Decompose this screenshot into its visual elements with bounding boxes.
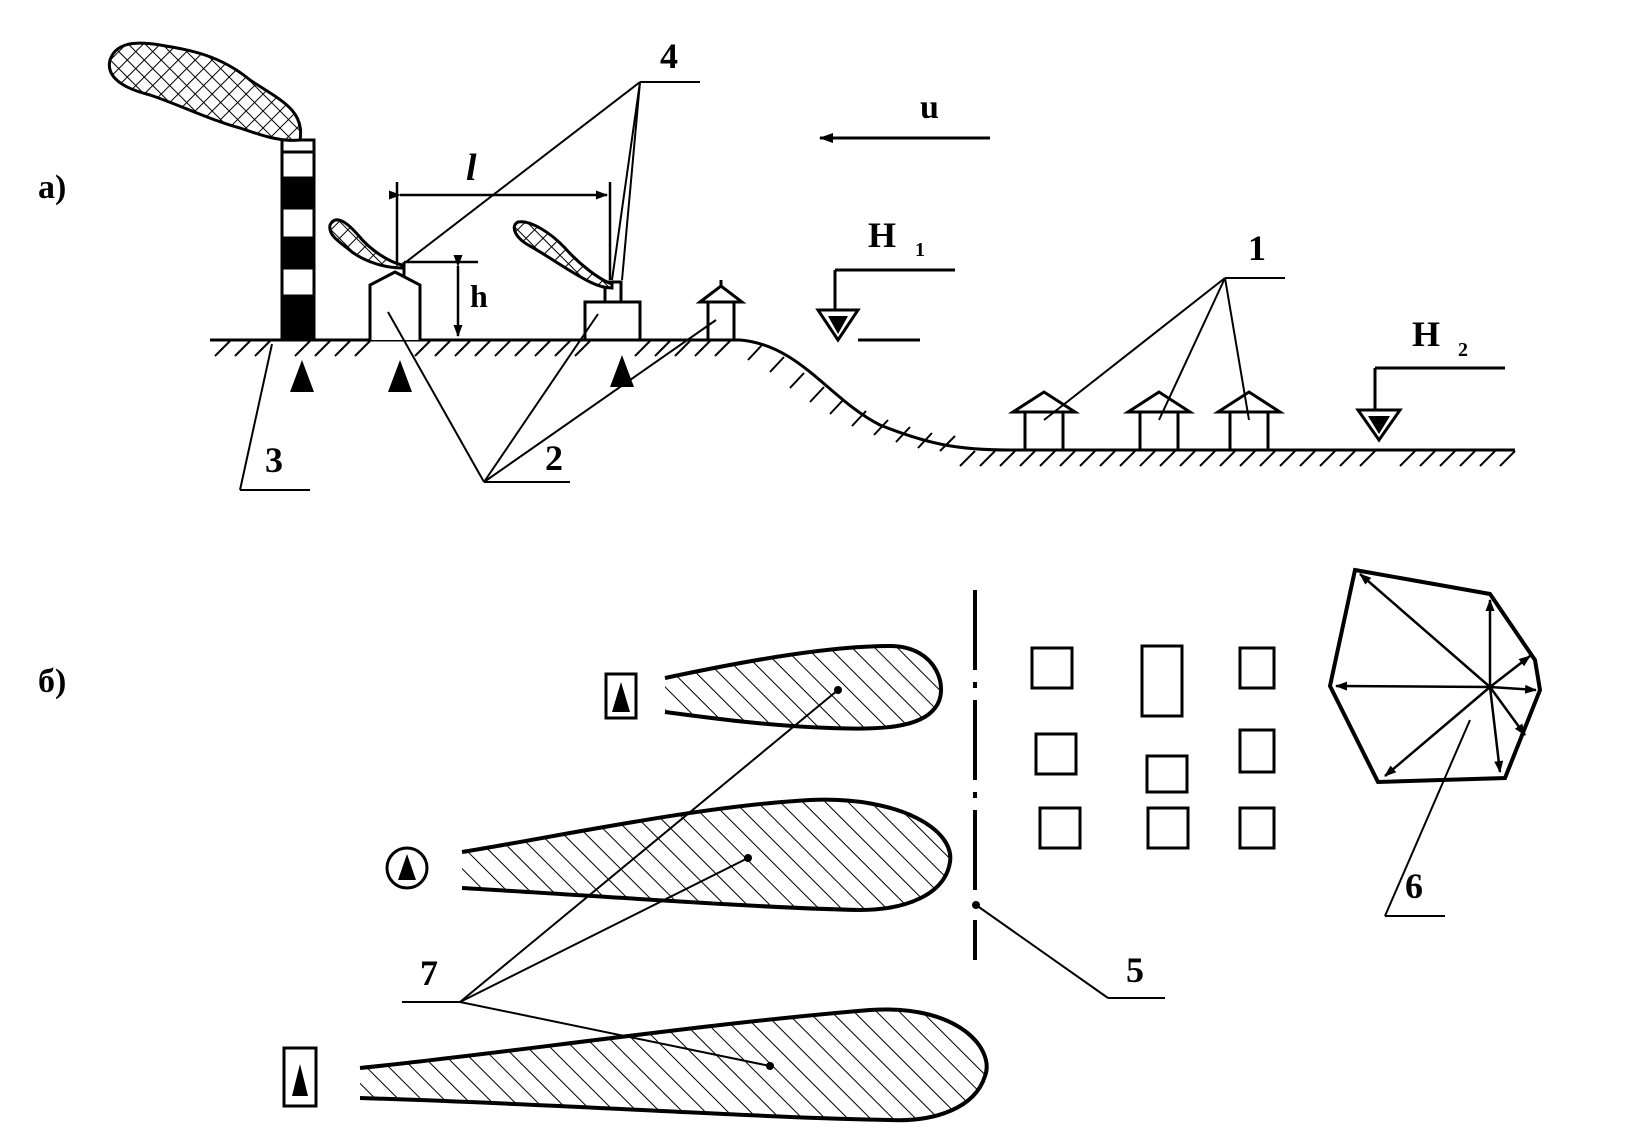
level-marker-h2 xyxy=(1355,366,1505,443)
height-label: h xyxy=(470,278,488,314)
distance-dimension xyxy=(389,182,612,280)
leader-5-dot xyxy=(972,901,980,909)
source-square-top xyxy=(604,672,638,720)
leader-6 xyxy=(1384,719,1471,917)
terrain-hatching xyxy=(214,340,1516,467)
residential-blocks xyxy=(1030,644,1276,850)
hilltop-house xyxy=(695,280,747,342)
emitting-building-left xyxy=(368,262,422,340)
leader-2 xyxy=(387,311,717,483)
level-h1-subscript: 1 xyxy=(915,239,925,261)
label-7: 7 xyxy=(420,953,438,993)
label-4: 4 xyxy=(660,36,678,76)
source-square-bottom xyxy=(282,1046,318,1108)
panel-b-label: б) xyxy=(38,663,66,700)
label-3: 3 xyxy=(265,440,283,480)
emitting-building-right xyxy=(583,280,642,342)
terrain xyxy=(210,338,1515,452)
leader-7 xyxy=(402,689,839,1067)
pollution-zone-top xyxy=(664,643,944,731)
pollution-zone-bottom xyxy=(359,1007,989,1123)
level-h2-letter: H xyxy=(1412,314,1440,354)
leader-7-dot-top xyxy=(834,686,842,694)
leader-4 xyxy=(405,81,700,281)
level-marker-h1 xyxy=(815,268,955,343)
leader-3 xyxy=(239,343,310,491)
pollution-zone-middle xyxy=(461,797,953,913)
label-6: 6 xyxy=(1405,866,1423,906)
level-h2-subscript: 2 xyxy=(1458,339,1468,361)
wind-label: u xyxy=(920,89,939,126)
leader-7-dot-bottom xyxy=(766,1062,774,1070)
label-1: 1 xyxy=(1248,228,1266,268)
level-h1-letter: H xyxy=(868,215,896,255)
height-dimension xyxy=(404,255,478,337)
leader-1 xyxy=(1043,277,1285,421)
label-2: 2 xyxy=(545,438,563,478)
building-left-smoke-plume xyxy=(328,218,404,270)
valley-houses xyxy=(1007,390,1286,452)
wind-rose xyxy=(1327,567,1543,785)
monitoring-posts-a xyxy=(290,355,634,392)
building-right-smoke-plume xyxy=(512,220,614,290)
label-5: 5 xyxy=(1126,950,1144,990)
distance-label: l xyxy=(466,147,477,189)
leader-7-dot-middle xyxy=(744,854,752,862)
factory-chimney xyxy=(280,138,316,342)
source-circle-middle xyxy=(385,846,429,890)
panel-a-label: а) xyxy=(38,169,66,206)
chimney-smoke-plume xyxy=(107,41,303,142)
leader-5 xyxy=(975,904,1165,999)
